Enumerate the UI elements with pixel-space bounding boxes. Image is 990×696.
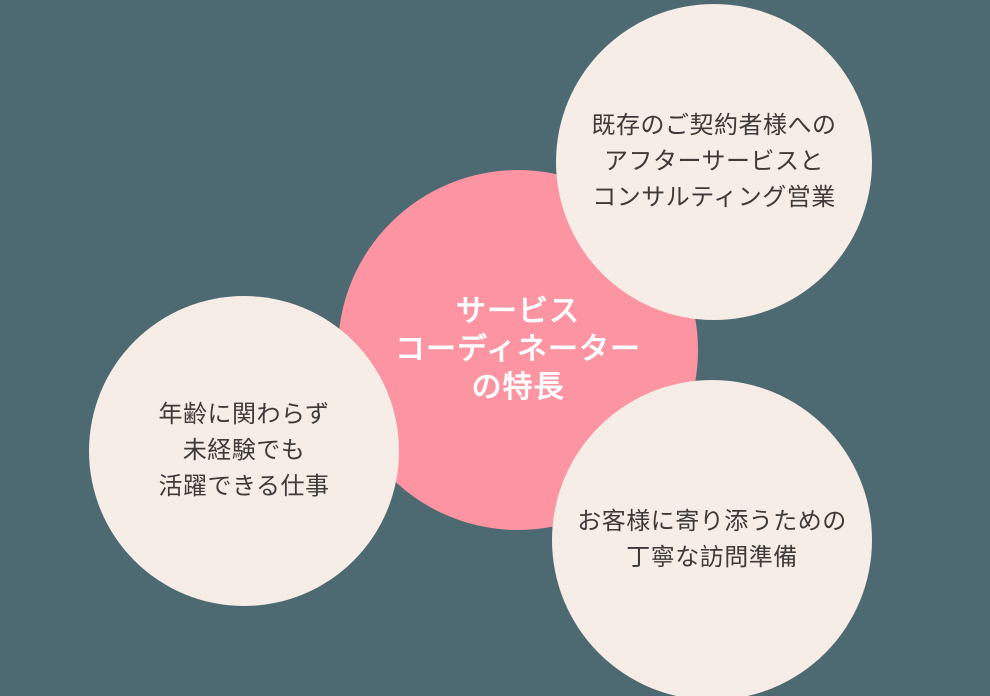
center-circle-line-2: コーディネーター (395, 333, 641, 366)
satellite-circle-bottom-right: お客様に寄り添うための 丁寧な訪問準備 (552, 380, 872, 696)
satellite-left-line-3: 活躍できる仕事 (158, 473, 330, 500)
satellite-top-right-line-3: コンサルティング営業 (592, 184, 836, 211)
satellite-bottom-right-line-1: お客様に寄り添うための (577, 508, 847, 535)
center-circle-line-1: サービス (456, 295, 580, 328)
satellite-top-right-line-1: 既存のご契約者様への (591, 112, 837, 139)
satellite-top-right-line-2: アフターサービスと (603, 148, 825, 175)
satellite-circle-left: 年齢に関わらず 未経験でも 活躍できる仕事 (89, 296, 399, 606)
satellite-bottom-right-line-2: 丁寧な訪問準備 (626, 544, 798, 571)
satellite-circle-top-right: 既存のご契約者様への アフターサービスと コンサルティング営業 (556, 4, 872, 320)
satellite-left-line-1: 年齢に関わらず (158, 401, 330, 428)
satellite-left-line-2: 未経験でも (182, 437, 306, 464)
center-circle-line-3: の特長 (471, 371, 565, 404)
